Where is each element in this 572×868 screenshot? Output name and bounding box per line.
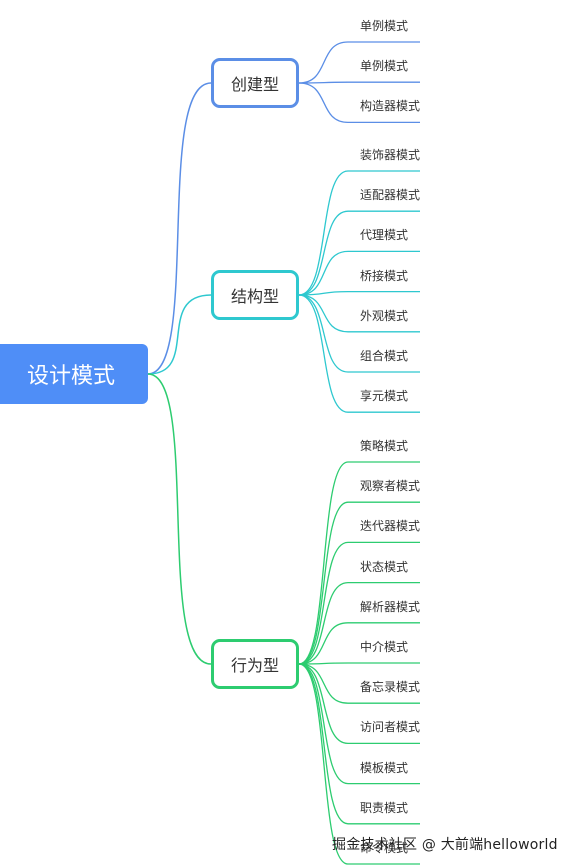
watermark: 掘金技术社区 @ 大前端helloworld — [332, 837, 558, 853]
leaf-item[interactable]: 备忘录模式 — [360, 680, 421, 695]
leaf-item[interactable]: 适配器模式 — [360, 188, 421, 203]
leaf-item[interactable]: 策略模式 — [360, 439, 409, 453]
category-label: 行为型 — [230, 656, 279, 675]
leaf-connector — [298, 294, 420, 413]
leaf-connector — [298, 663, 420, 745]
leaf-item[interactable]: 状态模式 — [360, 559, 409, 574]
category-structural[interactable]: 结构型 — [211, 270, 299, 320]
category-behavioral[interactable]: 行为型 — [211, 639, 299, 689]
leaf-connector — [298, 662, 420, 665]
leaf-connector — [298, 294, 420, 333]
leaf-connector — [298, 541, 420, 665]
category-label: 创建型 — [230, 75, 279, 94]
leaf-item[interactable]: 构造器模式 — [360, 99, 421, 114]
leaf-connector — [298, 663, 420, 704]
leaf-item[interactable]: 访问者模式 — [360, 720, 421, 735]
leaf-item[interactable]: 观察者模式 — [360, 479, 421, 494]
leaf-connector — [298, 170, 420, 296]
root-connector — [147, 82, 212, 375]
leaf-item[interactable]: 命令模式 — [360, 841, 409, 855]
leaf-item[interactable]: 外观模式 — [360, 308, 409, 323]
leaf-connector — [298, 82, 420, 124]
leaf-connector — [298, 461, 420, 665]
root-connector — [147, 373, 212, 665]
leaf-item[interactable]: 解析器模式 — [360, 599, 421, 614]
leaf-connector — [298, 294, 420, 373]
leaf-connector — [298, 81, 420, 84]
leaf-connector — [298, 663, 420, 785]
leaf-item[interactable]: 桥接模式 — [360, 268, 409, 283]
leaf-connector — [298, 210, 420, 296]
leaf-connector — [298, 622, 420, 665]
leaf-connector — [298, 663, 420, 825]
leaf-connector — [298, 41, 420, 84]
root-label: 设计模式 — [26, 364, 115, 389]
category-creational[interactable]: 创建型 — [211, 58, 299, 108]
category-label: 结构型 — [230, 287, 279, 306]
leaf-connector — [298, 581, 420, 665]
leaf-item[interactable]: 中介模式 — [360, 640, 409, 654]
root-node[interactable]: 设计模式 — [0, 344, 148, 404]
leaf-item[interactable]: 代理模式 — [360, 228, 409, 243]
leaf-item[interactable]: 组合模式 — [360, 349, 409, 363]
root-connector — [147, 294, 212, 375]
leaf-connector — [298, 290, 420, 296]
leaf-item[interactable]: 享元模式 — [360, 389, 409, 404]
leaf-item[interactable]: 装饰器模式 — [360, 148, 421, 162]
leaf-connector — [298, 663, 420, 865]
leaf-item[interactable]: 模板模式 — [360, 760, 409, 775]
leaf-item[interactable]: 单例模式 — [360, 19, 409, 33]
leaf-item[interactable]: 单例模式 — [360, 59, 409, 74]
leaf-item[interactable]: 迭代器模式 — [360, 519, 421, 534]
leaf-connector — [298, 501, 420, 665]
leaf-item[interactable]: 职责模式 — [360, 800, 409, 815]
leaf-connector — [298, 250, 420, 296]
